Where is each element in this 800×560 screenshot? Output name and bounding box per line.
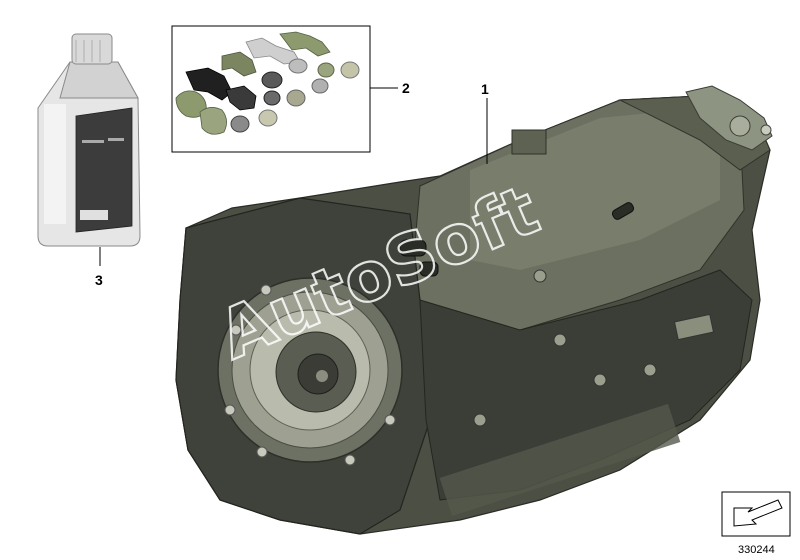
callout-1: 1: [481, 81, 489, 164]
plug-kit-frame: [171, 25, 371, 153]
callout-2: 2: [370, 80, 410, 96]
callout-3-label: 3: [95, 272, 103, 288]
callout-2-label: 2: [402, 80, 410, 96]
gearbox-assembly[interactable]: [175, 85, 773, 535]
callout-3: 3: [95, 247, 103, 288]
fluid-bottle[interactable]: [37, 33, 141, 247]
document-number: 330244: [738, 544, 775, 556]
orientation-arrow-icon: [721, 491, 791, 537]
callout-1-label: 1: [481, 81, 489, 97]
plug-kit[interactable]: [175, 31, 360, 135]
torque-converter: [217, 277, 403, 466]
